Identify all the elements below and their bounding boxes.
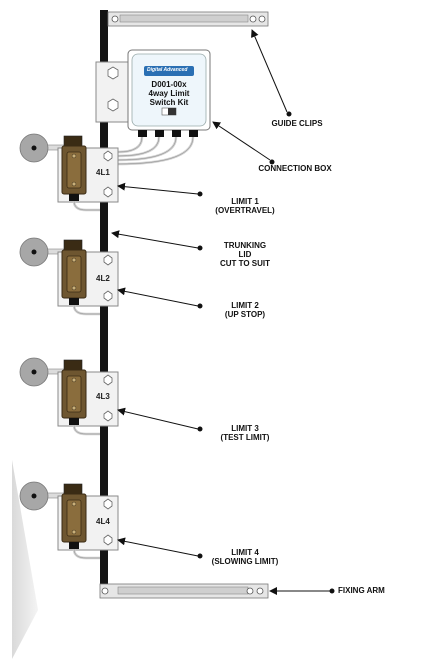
hex-nut	[103, 534, 113, 546]
hex-nut	[103, 186, 113, 198]
cable-gland	[69, 542, 79, 549]
leader-trunking	[111, 230, 199, 249]
hex-nut	[103, 150, 113, 162]
switch-cable-outline	[73, 200, 100, 211]
switch-cable-outline	[73, 424, 100, 435]
connection-box-plate	[95, 61, 133, 123]
limit-switches	[19, 133, 119, 560]
switch-id-2: 4L2	[96, 274, 110, 283]
switch-id-1: 4L1	[96, 168, 110, 177]
limit-switch-3	[19, 357, 119, 436]
leader-limit3	[117, 407, 199, 430]
leader-lines	[111, 29, 330, 595]
label-limit2-sub: (UP STOP)	[224, 310, 266, 319]
roller-axle	[31, 493, 37, 499]
limit-switch-2	[19, 237, 119, 316]
switch-cover	[66, 151, 82, 189]
label-trunking-1: TRUNKING	[223, 241, 267, 250]
switch-cover	[66, 255, 82, 293]
top-guide-clip	[107, 11, 269, 27]
cover-screw	[71, 153, 77, 159]
label-trunking-3: CUT TO SUIT	[219, 259, 271, 268]
label-limit3-sub: (TEST LIMIT)	[220, 433, 270, 442]
label-limit1-title: LIMIT 1	[231, 197, 259, 206]
box-model: D001-00x	[151, 80, 187, 89]
leader-limit2	[117, 287, 199, 307]
leader-dot-limit2	[197, 303, 203, 309]
label-connection-box: CONNECTION BOX	[258, 164, 332, 173]
cover-screw	[71, 529, 77, 535]
label-limit1-sub: (OVERTRAVEL)	[215, 206, 275, 215]
cable-gland	[69, 298, 79, 305]
switch-cable-outline	[73, 304, 100, 315]
cover-screw	[71, 501, 77, 507]
label-limit3-title: LIMIT 3	[231, 424, 259, 433]
label-guide-clips: GUIDE CLIPS	[271, 119, 323, 128]
leader-dot-box	[269, 159, 275, 165]
limit-switch-1	[19, 133, 119, 212]
bottom-fixing-arm	[99, 583, 269, 599]
leader-dot-guide	[286, 111, 292, 117]
leader-dot-limit1	[197, 191, 203, 197]
switch-cable-outline	[73, 548, 100, 559]
roller-axle	[31, 249, 37, 255]
hex-nut	[103, 498, 113, 510]
roller-axle	[31, 369, 37, 375]
leader-limit4	[117, 537, 199, 557]
label-fixing-arm: FIXING ARM	[338, 586, 385, 595]
cable-outlines	[117, 136, 194, 165]
box-line3: Switch Kit	[149, 98, 189, 107]
switch-cover	[66, 499, 82, 537]
switch-id-4: 4L4	[96, 517, 110, 526]
cover-screw	[71, 405, 77, 411]
label-limit4-sub: (SLOWING LIMIT)	[211, 557, 279, 566]
label-trunking-2: LID	[238, 250, 252, 259]
hex-nut	[103, 374, 113, 386]
limit-switch-4	[19, 481, 119, 560]
hex-nut	[103, 254, 113, 266]
leader-dot-limit3	[197, 426, 203, 432]
cable-gland	[69, 418, 79, 425]
connection-box	[127, 49, 211, 137]
box-line2: 4way Limit	[148, 89, 190, 98]
hex-nut	[103, 410, 113, 422]
leader-connection-box	[212, 121, 271, 161]
leader-guide-clips	[251, 29, 288, 113]
leader-dot-fixing	[329, 588, 335, 594]
leader-limit1	[117, 182, 199, 195]
roller-axle	[31, 145, 37, 151]
cover-screw	[71, 181, 77, 187]
leader-dot-limit4	[197, 553, 203, 559]
cover-screw	[71, 257, 77, 263]
switch-cover	[66, 375, 82, 413]
hex-nut	[103, 290, 113, 302]
label-limit2-title: LIMIT 2	[231, 301, 259, 310]
box-logo: Digital Advanced	[147, 67, 188, 73]
switch-id-3: 4L3	[96, 392, 110, 401]
cover-screw	[71, 285, 77, 291]
cover-screw	[71, 377, 77, 383]
shadow-wedge	[12, 460, 38, 659]
leader-dot-trunking	[197, 245, 203, 251]
cable-gland	[69, 194, 79, 201]
label-limit4-title: LIMIT 4	[231, 548, 259, 557]
